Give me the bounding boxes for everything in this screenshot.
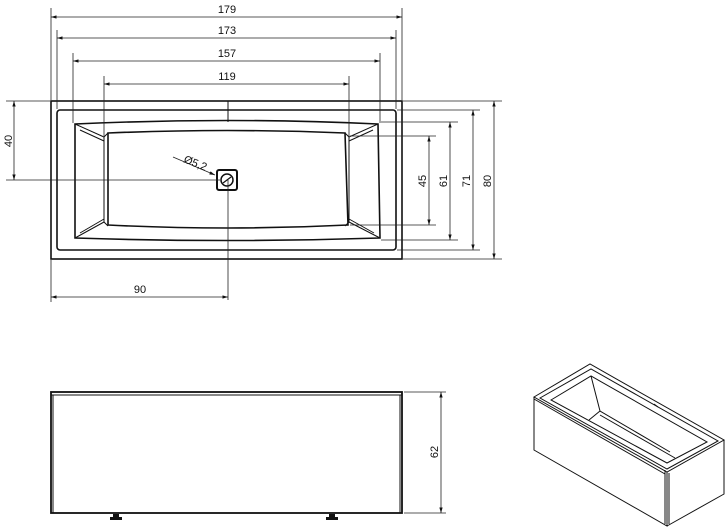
dim-overall-length: 179 [218, 4, 236, 16]
foot-icon [110, 514, 122, 520]
bowl-corner-slopes [74, 123, 381, 239]
dim-bowl-top-length: 157 [218, 48, 236, 60]
dim-overall-width: 80 [482, 175, 494, 187]
drain-leader [172, 156, 216, 176]
dim-bowl-top-width: 61 [438, 175, 450, 187]
right-dimensions: 45 61 71 80 [350, 100, 502, 260]
drain-position-dimensions: 40 90 [3, 100, 228, 302]
drain-diameter-label: Ø5,2 [182, 154, 209, 174]
foot-icon [326, 514, 338, 520]
dim-bowl-bottom-width: 45 [417, 175, 429, 187]
top-dimensions: 179 173 157 119 [50, 4, 403, 300]
dim-rim-width: 71 [461, 175, 473, 187]
dim-height: 62 [429, 446, 441, 458]
isometric-view [532, 363, 726, 527]
dim-drain-offset-x: 90 [134, 284, 146, 296]
bowl-bottom-outline [107, 129, 349, 229]
bowl-bottom-edge [103, 132, 350, 227]
dim-bowl-bottom-length: 119 [218, 71, 236, 83]
drain-icon [216, 169, 238, 191]
front-elevation: 62 [50, 391, 446, 520]
dim-rim-length: 173 [218, 25, 236, 37]
dim-drain-offset-y: 40 [3, 135, 15, 147]
